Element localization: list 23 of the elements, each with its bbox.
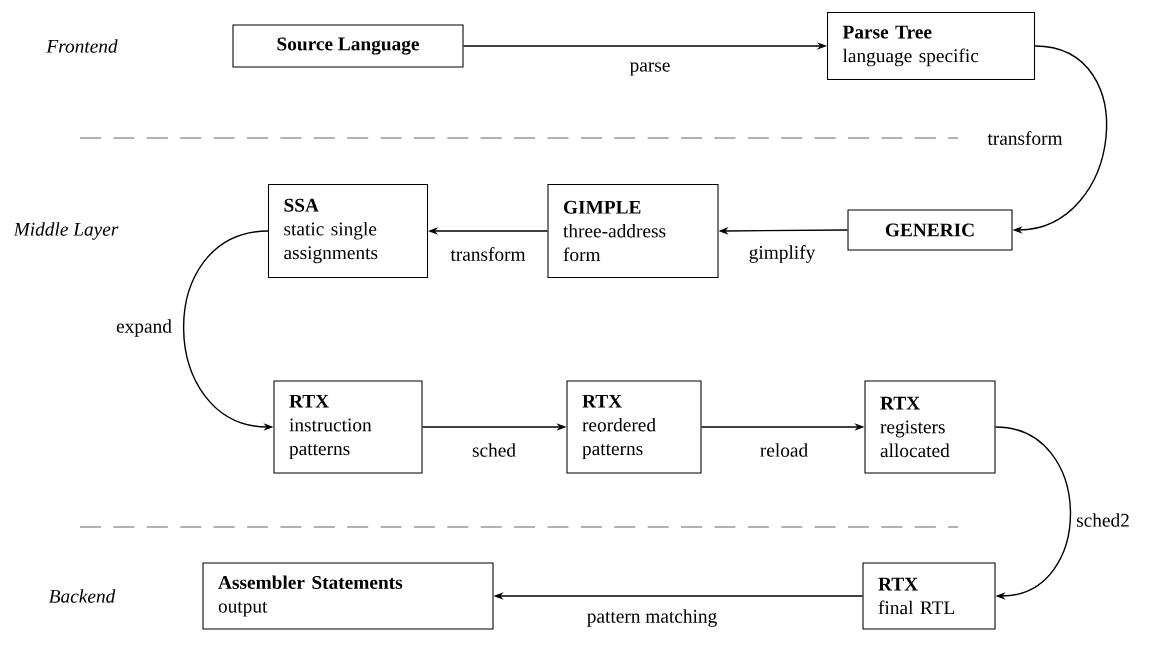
process-box: Assembler Statements output	[202, 562, 494, 630]
process-box: RTX reordered patterns	[566, 380, 702, 474]
edge-label: transform	[446, 243, 530, 265]
process-box: Parse Tree language specific	[827, 11, 1036, 81]
process-box: RTX registers allocated	[864, 380, 996, 474]
edge-label: expand	[112, 315, 176, 341]
process-box: SSA static single assignments	[268, 184, 429, 279]
edge-label: pattern matching	[583, 605, 721, 631]
process-box: RTX instruction patterns	[273, 380, 423, 474]
process-box: Source Language	[232, 24, 464, 68]
edge-label: sched2	[1072, 509, 1134, 531]
process-box: RTX final RTL	[862, 562, 996, 630]
edge-label: parse	[626, 58, 674, 80]
process-box: GENERIC	[847, 209, 1013, 251]
edge-label: gimplify	[745, 241, 819, 267]
section-label: Frontend	[46, 39, 118, 53]
edge-label: sched	[468, 439, 520, 461]
edge-label: transform	[983, 127, 1067, 149]
section-label: Backend	[48, 589, 116, 603]
edge-label: reload	[756, 439, 812, 461]
section-label: Middle Layer	[13, 222, 119, 240]
process-box: GIMPLE three-address form	[547, 184, 719, 279]
arrow	[994, 426, 1072, 600]
